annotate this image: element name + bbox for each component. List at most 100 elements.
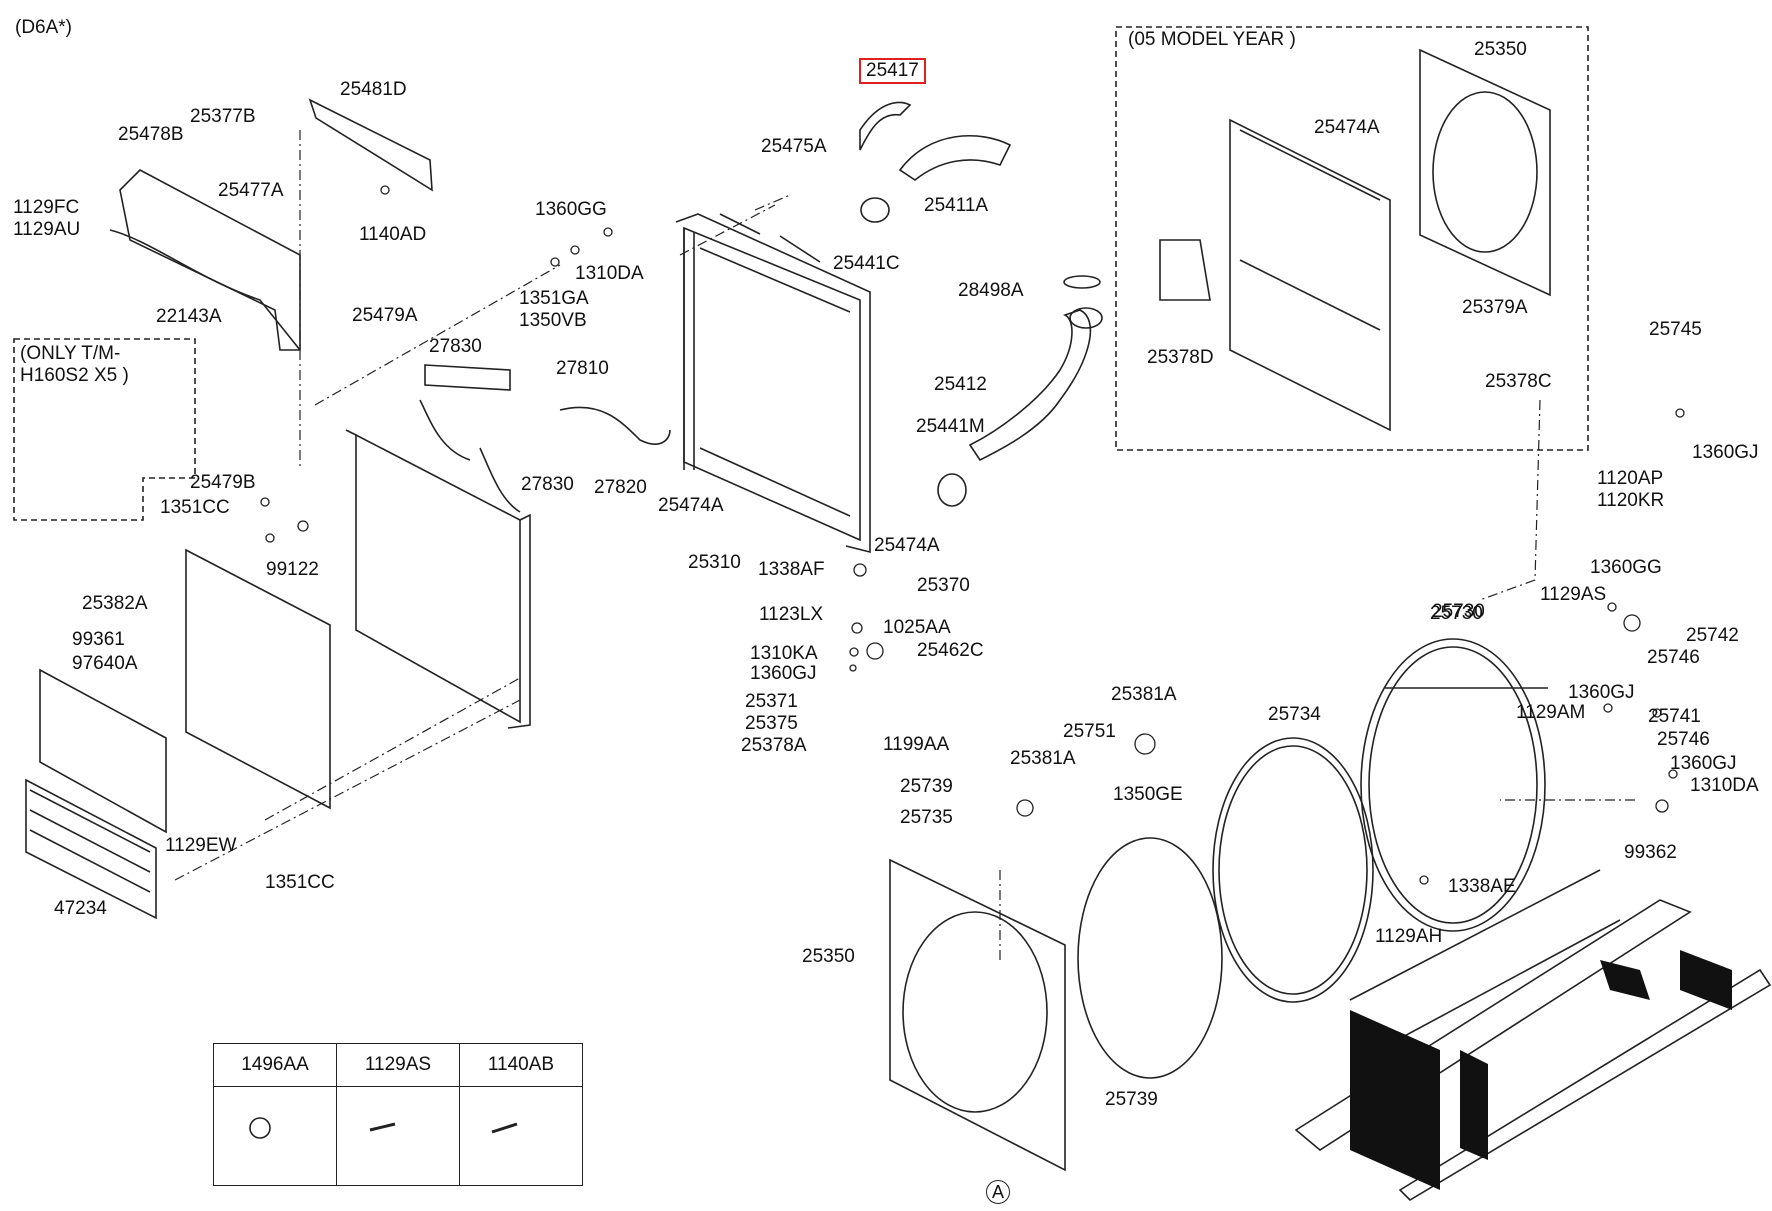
- part-label[interactable]: 25746: [1647, 647, 1700, 668]
- part-label[interactable]: 25412: [934, 374, 987, 395]
- part-label[interactable]: 1350VB: [519, 310, 587, 331]
- legend-icon-cell: [459, 1086, 583, 1186]
- part-label[interactable]: 25479B: [190, 472, 256, 493]
- part-label[interactable]: 25745: [1649, 319, 1702, 340]
- part-label[interactable]: 1129AH: [1375, 926, 1443, 947]
- part-label[interactable]: 25475A: [761, 136, 827, 157]
- part-label[interactable]: 1338AE: [1448, 876, 1516, 897]
- part-label[interactable]: 97640A: [72, 653, 138, 674]
- only-tm-note-line2: H160S2 X5 ): [20, 365, 129, 386]
- legend-icon-cell: [336, 1086, 460, 1186]
- part-label[interactable]: 1351CC: [160, 497, 230, 518]
- model-year-box: [1115, 26, 1589, 451]
- part-label[interactable]: 25739: [1105, 1089, 1158, 1110]
- legend-header: 1496AA: [213, 1043, 337, 1087]
- fan-shroud: [889, 858, 1066, 1172]
- part-label[interactable]: 25371: [745, 691, 798, 712]
- part-label[interactable]: 25375: [745, 713, 798, 734]
- part-label[interactable]: 27810: [556, 358, 609, 379]
- part-label[interactable]: 1310DA: [1690, 775, 1759, 796]
- part-label[interactable]: 25379A: [1462, 297, 1528, 318]
- part-label[interactable]: 25474A: [1314, 117, 1380, 138]
- part-label[interactable]: 25730: [1432, 601, 1485, 622]
- intercooler: [355, 433, 521, 724]
- part-label[interactable]: 22143A: [156, 306, 222, 327]
- part-label[interactable]: 1351GA: [519, 288, 589, 309]
- only-tm-note-line1: (ONLY T/M-: [20, 343, 121, 364]
- part-label[interactable]: 1360GG: [535, 199, 607, 220]
- part-label[interactable]: 1129AS: [1540, 584, 1607, 605]
- part-label[interactable]: 1351CC: [265, 872, 335, 893]
- legend-header: 1140AB: [459, 1043, 583, 1087]
- part-label[interactable]: 25441C: [833, 253, 900, 274]
- part-label[interactable]: 1129FC: [13, 197, 80, 218]
- part-label[interactable]: 25378C: [1485, 371, 1552, 392]
- part-label[interactable]: 28498A: [958, 280, 1024, 301]
- part-label[interactable]: 25382A: [82, 593, 148, 614]
- part-label[interactable]: 99122: [266, 559, 319, 580]
- part-label[interactable]: 1129AM: [1516, 702, 1586, 723]
- upper-hose: [859, 101, 912, 151]
- part-label[interactable]: 1338AF: [758, 559, 825, 580]
- part-label[interactable]: 27820: [594, 477, 647, 498]
- part-label[interactable]: 27830: [521, 474, 574, 495]
- part-label[interactable]: 25481D: [340, 79, 407, 100]
- part-label[interactable]: 25377B: [190, 106, 256, 127]
- part-label[interactable]: 1360GJ: [1692, 442, 1759, 463]
- part-label[interactable]: 25310: [688, 552, 741, 573]
- top-cover: [119, 169, 301, 351]
- part-label[interactable]: 27830: [429, 336, 482, 357]
- part-label[interactable]: 25477A: [218, 180, 284, 201]
- part-label[interactable]: 25730: [1430, 603, 1483, 624]
- fastener-legend: 1496AA 1129AS 1140AB: [213, 1043, 583, 1186]
- part-label[interactable]: 25734: [1268, 704, 1321, 725]
- part-label[interactable]: 25411A: [924, 195, 989, 216]
- part-label[interactable]: 25474A: [658, 495, 724, 516]
- part-label[interactable]: 1350GE: [1113, 784, 1183, 805]
- part-label[interactable]: 25735: [900, 807, 953, 828]
- part-label[interactable]: 1120KR: [1597, 490, 1665, 511]
- part-label[interactable]: 25381A: [1010, 748, 1076, 769]
- part-label[interactable]: 25474A: [874, 535, 940, 556]
- part-label[interactable]: 1123LX: [759, 604, 824, 625]
- part-label[interactable]: 1360GJ: [1670, 753, 1737, 774]
- part-label[interactable]: 25479A: [352, 305, 418, 326]
- part-label[interactable]: 25378A: [741, 735, 807, 756]
- variant-label: (D6A*): [15, 17, 73, 38]
- part-label[interactable]: 25478B: [118, 124, 184, 145]
- part-label[interactable]: 99361: [72, 629, 125, 650]
- part-label[interactable]: 1140AD: [359, 224, 427, 245]
- part-label[interactable]: 25441M: [916, 416, 985, 437]
- part-label[interactable]: 25381A: [1111, 684, 1177, 705]
- part-label[interactable]: 1310DA: [575, 263, 644, 284]
- callout-marker: A: [986, 1180, 1010, 1204]
- oil-cooler-frame: [39, 668, 167, 834]
- part-label[interactable]: 1129AU: [13, 219, 81, 240]
- part-label[interactable]: 25462C: [917, 640, 984, 661]
- part-label[interactable]: 25350: [802, 946, 855, 967]
- chassis-frame: [1294, 899, 1692, 1151]
- part-label[interactable]: 25739: [900, 776, 953, 797]
- part-label[interactable]: 25746: [1657, 729, 1710, 750]
- part-label[interactable]: 25751: [1063, 721, 1116, 742]
- part-label[interactable]: 1360GG: [1590, 557, 1662, 578]
- part-label[interactable]: 1360GJ: [750, 663, 817, 684]
- part-label[interactable]: 25370: [917, 575, 970, 596]
- part-label[interactable]: 1129EW: [165, 835, 237, 856]
- part-label[interactable]: 25350: [1474, 39, 1527, 60]
- model-year-note: (05 MODEL YEAR ): [1128, 29, 1296, 50]
- part-label[interactable]: 99362: [1624, 842, 1677, 863]
- condenser: [185, 548, 331, 810]
- part-label[interactable]: 1310KA: [750, 643, 818, 664]
- part-label[interactable]: 25742: [1686, 625, 1739, 646]
- part-label[interactable]: 25378D: [1147, 347, 1214, 368]
- part-label[interactable]: 1360GJ: [1568, 682, 1635, 703]
- part-label[interactable]: 1025AA: [883, 617, 951, 638]
- only-tm-box: [13, 338, 196, 521]
- part-label[interactable]: 25741: [1648, 706, 1701, 727]
- part-label[interactable]: 47234: [54, 898, 107, 919]
- part-label[interactable]: 1120AP: [1597, 468, 1664, 489]
- part-label-highlighted[interactable]: 25417: [859, 58, 926, 84]
- part-label[interactable]: 1199AA: [883, 734, 950, 755]
